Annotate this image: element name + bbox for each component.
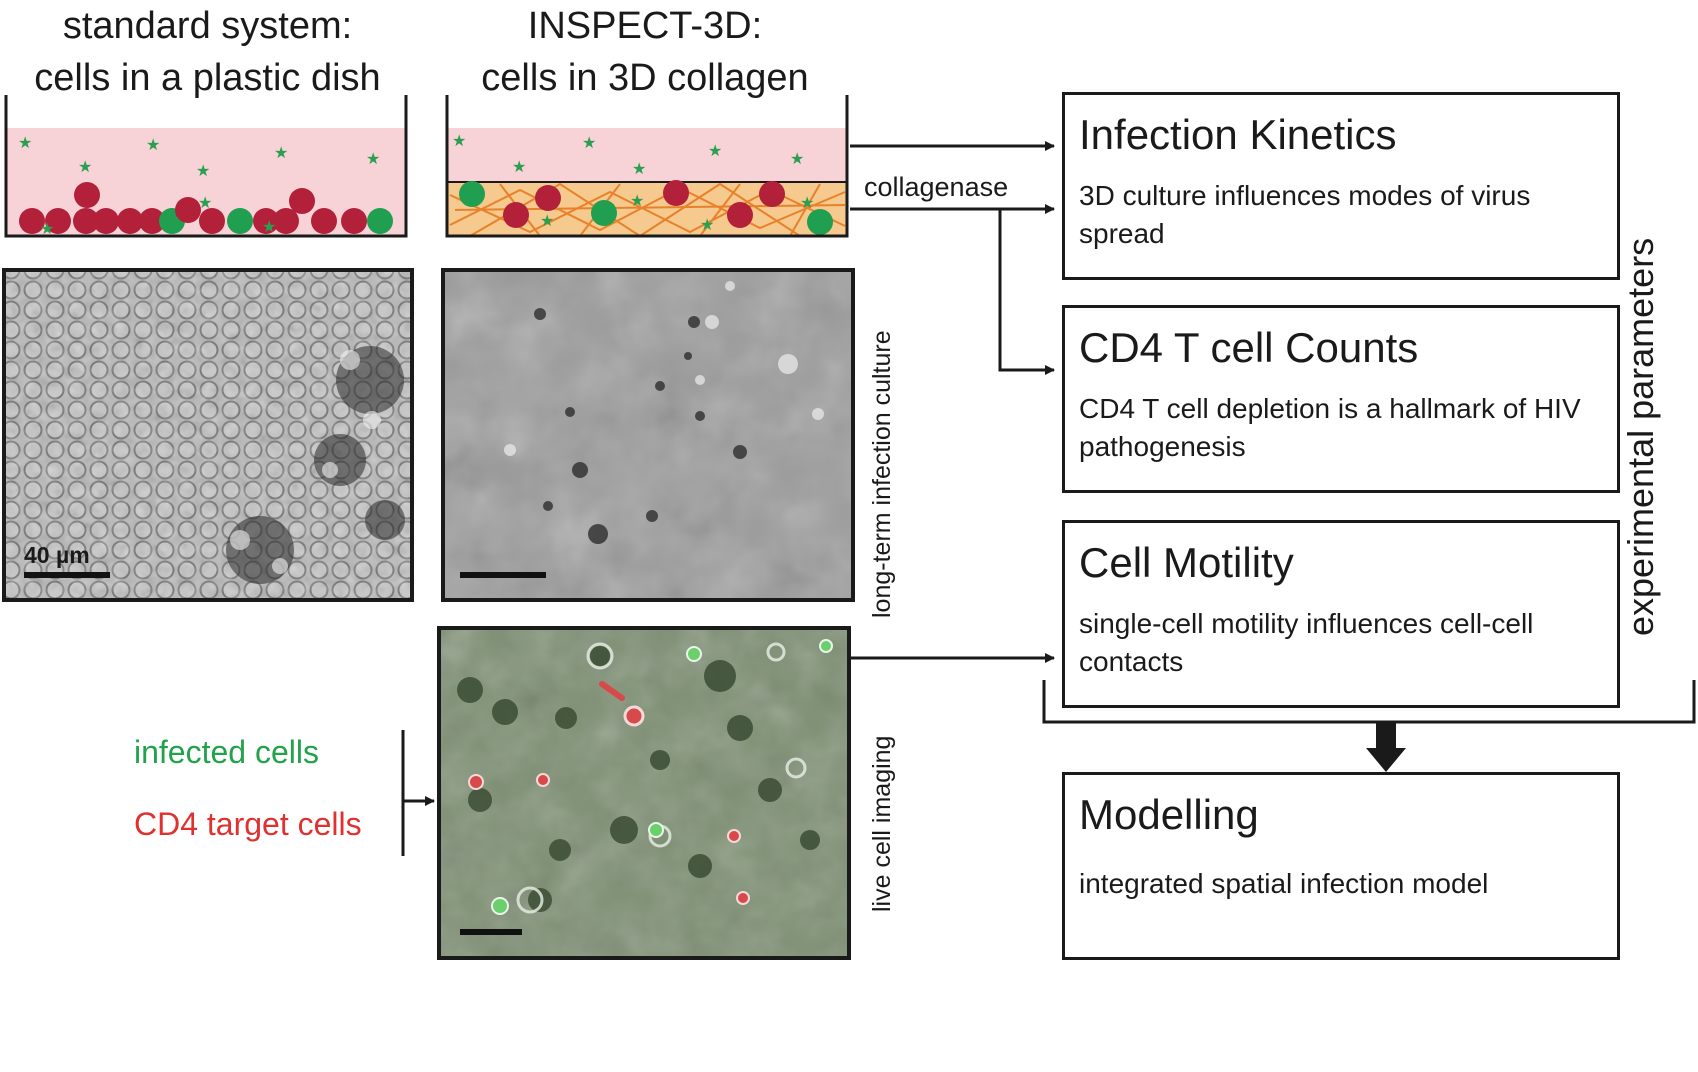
modelling-box: Modelling integrated spatial infection m… (1062, 772, 1620, 960)
cell-motility-box: Cell Motility single-cell motility influ… (1062, 520, 1620, 708)
svg-text:★: ★ (78, 159, 92, 176)
dish-wall (4, 95, 408, 238)
legend-infected-cells: infected cells (134, 734, 319, 770)
live-cell-imaging-label: live cell imaging (868, 735, 896, 912)
scale-bar-label: 40 µm (24, 542, 90, 568)
legend-bracket (401, 730, 435, 856)
live-imaging-micrograph (437, 626, 851, 960)
svg-text:★: ★ (540, 213, 554, 230)
svg-text:★: ★ (708, 143, 722, 160)
collagenase-label: collagenase (864, 172, 1009, 202)
svg-text:★: ★ (196, 163, 210, 180)
infection-kinetics-box: Infection Kinetics 3D culture influences… (1062, 92, 1620, 280)
standard-heading-line2: cells in a plastic dish (34, 57, 381, 99)
infection-kinetics-desc: 3D culture influences modes of virus spr… (1079, 180, 1531, 249)
svg-text:★: ★ (800, 195, 814, 212)
plastic-dish-micrograph (2, 268, 414, 602)
experimental-parameters-label: experimental parameters (1620, 237, 1661, 636)
long-term-culture-label: long-term infection culture (868, 330, 896, 618)
cell-motility-title: Cell Motility (1079, 539, 1294, 586)
collagen-micrograph (441, 268, 855, 602)
inspect-heading-line1: INSPECT-3D: (527, 5, 763, 47)
cell-motility-desc: single-cell motility influences cell-cel… (1079, 608, 1534, 677)
arrow-to-cd4-counts (998, 209, 1055, 375)
svg-text:★: ★ (790, 151, 804, 168)
svg-text:★: ★ (198, 195, 212, 212)
svg-text:★: ★ (582, 135, 596, 152)
cd4-counts-box: CD4 T cell Counts CD4 T cell depletion i… (1062, 305, 1620, 493)
fluorescent-target-cells (468, 681, 750, 905)
standard-heading-line1: standard system: (62, 5, 353, 47)
svg-text:★: ★ (512, 159, 526, 176)
modelling-title: Modelling (1079, 791, 1259, 838)
experimental-bracket (1042, 680, 1696, 724)
cd4-counts-title: CD4 T cell Counts (1079, 324, 1419, 371)
cd4-counts-desc: CD4 T cell depletion is a hallmark of HI… (1079, 393, 1581, 462)
svg-text:★: ★ (274, 145, 288, 162)
svg-text:★: ★ (18, 135, 32, 152)
infection-kinetics-title: Infection Kinetics (1079, 111, 1397, 158)
svg-text:★: ★ (452, 133, 466, 150)
collagen-dish-wall (445, 95, 849, 238)
inspect-3d-heading: INSPECT-3D: cells in 3D collagen (440, 0, 850, 104)
svg-text:★: ★ (366, 151, 380, 168)
inspect-heading-line2: cells in 3D collagen (481, 57, 809, 99)
svg-text:★: ★ (700, 217, 714, 234)
svg-text:★: ★ (262, 219, 276, 236)
collagen-dish: ★ ★ ★ ★ ★ ★ ★ ★ ★ ★ (445, 95, 849, 238)
svg-text:★: ★ (40, 221, 54, 238)
dish-cells (19, 182, 393, 234)
collagen-virus: ★ ★ ★ ★ ★ ★ ★ ★ ★ ★ (452, 133, 814, 234)
plastic-dish: ★ ★ ★ ★ ★ ★ ★ ★ ★ (4, 95, 408, 238)
collagen-cells (459, 180, 833, 235)
legend-cd4-target-cells: CD4 target cells (134, 806, 362, 842)
fluorescent-infected-cells (491, 639, 833, 915)
connector-arrows (850, 141, 1696, 724)
modelling-desc: integrated spatial infection model (1079, 868, 1489, 899)
standard-system-heading: standard system: cells in a plastic dish (0, 0, 415, 104)
dish-virus: ★ ★ ★ ★ ★ ★ ★ ★ ★ (18, 135, 380, 238)
svg-text:★: ★ (630, 193, 644, 210)
svg-text:★: ★ (146, 137, 160, 154)
arrow-to-modelling (1366, 722, 1406, 772)
svg-text:★: ★ (632, 161, 646, 178)
